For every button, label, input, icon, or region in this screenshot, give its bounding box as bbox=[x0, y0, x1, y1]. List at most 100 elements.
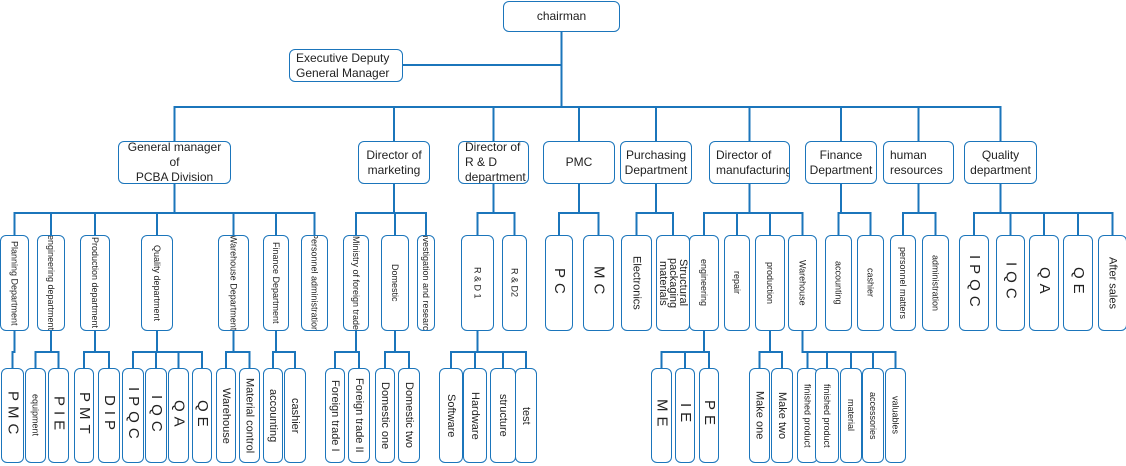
node-unit-8-4-label: After sales bbox=[1106, 257, 1119, 309]
node-item-0-3-2: QA bbox=[168, 368, 189, 463]
node-item-0-3-3-label: QE bbox=[194, 399, 211, 432]
node-unit-2-1: R & D2 bbox=[502, 235, 527, 331]
node-unit-3-0: PC bbox=[545, 235, 573, 331]
node-item-0-1-1-label: PIE bbox=[50, 395, 68, 436]
node-item-1-0-1-label: Foreign trade II bbox=[353, 378, 365, 453]
node-item-5-0-1-label: IE bbox=[677, 403, 694, 428]
node-unit-8-2: QA bbox=[1029, 235, 1059, 331]
node-item-1-1-1: Domestic two bbox=[398, 368, 420, 463]
node-item-2-0-3-label: test bbox=[520, 406, 532, 425]
node-item-0-0-0-label: PMC bbox=[4, 391, 22, 440]
node-unit-7-1: administration bbox=[922, 235, 949, 331]
node-unit-8-1-label: IQC bbox=[1002, 262, 1020, 304]
node-item-2-0-1-label: Hardware bbox=[469, 391, 481, 440]
node-unit-5-0: engineering bbox=[689, 235, 719, 331]
node-unit-8-0-label: IPQC bbox=[966, 254, 983, 312]
node-item-1-1-0: Domestic one bbox=[375, 368, 395, 463]
node-unit-1-1: Domestic bbox=[381, 235, 409, 331]
node-unit-6-1: cashier bbox=[857, 235, 884, 331]
node-executive-deputy-gm: Executive Deputy General Manager bbox=[289, 49, 403, 82]
node-item-0-1-0: equipment bbox=[25, 368, 46, 463]
node-unit-8-3: QE bbox=[1063, 235, 1093, 331]
node-unit-8-3-label: QE bbox=[1070, 267, 1087, 299]
node-unit-8-1: IQC bbox=[996, 235, 1025, 331]
node-unit-0-3-label: Quality department bbox=[152, 244, 162, 322]
node-item-0-4-0-label: Warehouse bbox=[220, 387, 232, 444]
node-unit-4-0: Electronics bbox=[621, 235, 652, 331]
node-item-5-2-0: Make one bbox=[749, 368, 770, 463]
node-item-0-5-0: accounting bbox=[263, 368, 283, 463]
node-item-0-4-1-label: Material control bbox=[243, 377, 256, 454]
node-item-5-3-1-label: finished product bbox=[822, 383, 832, 448]
node-unit-5-2-label: production bbox=[765, 261, 775, 305]
node-item-0-4-0: Warehouse bbox=[216, 368, 236, 463]
node-item-5-3-4-label: valuables bbox=[890, 396, 901, 435]
node-unit-0-0: Planning Department bbox=[0, 235, 29, 331]
node-item-1-0-0: Foreign trade I bbox=[325, 368, 345, 463]
node-item-0-5-1: cashier bbox=[284, 368, 306, 463]
node-unit-1-0: Ministry of foreign trade bbox=[343, 235, 369, 331]
node-unit-4-0-label: Electronics bbox=[630, 256, 643, 310]
node-unit-8-0: IPQC bbox=[959, 235, 989, 331]
node-unit-2-0: R & D 1 bbox=[461, 235, 494, 331]
node-unit-0-4-label: Warehouse Department bbox=[228, 235, 239, 331]
node-division-1: Director of marketing bbox=[358, 141, 430, 184]
node-unit-6-0: accounting bbox=[825, 235, 852, 331]
node-item-0-5-1-label: cashier bbox=[289, 397, 301, 434]
node-item-1-0-0-label: Foreign trade I bbox=[329, 379, 341, 452]
node-item-5-3-1: finished product bbox=[815, 368, 839, 463]
node-unit-0-4: Warehouse Department bbox=[218, 235, 249, 331]
node-unit-3-1-label: MC bbox=[590, 266, 608, 300]
node-item-5-2-1: Make two bbox=[771, 368, 793, 463]
node-item-1-1-1-label: Domestic two bbox=[403, 382, 415, 449]
node-item-5-3-3-label: accessories bbox=[868, 391, 878, 440]
node-item-0-3-3: QE bbox=[192, 368, 212, 463]
node-item-0-2-0: PMT bbox=[74, 368, 94, 463]
node-item-0-3-2-label: QA bbox=[170, 399, 188, 432]
node-unit-0-0-label: Planning Department bbox=[9, 240, 20, 326]
node-item-2-0-2: structure bbox=[490, 368, 516, 463]
node-division-3: PMC bbox=[543, 141, 615, 184]
node-unit-5-2: production bbox=[755, 235, 785, 331]
node-unit-6-1-label: cashier bbox=[865, 268, 876, 298]
node-unit-4-1-label: Structural packaging materials bbox=[657, 257, 689, 309]
node-item-0-3-0: IPQC bbox=[122, 368, 144, 463]
node-division-0: General manager of PCBA Division bbox=[118, 141, 231, 184]
node-unit-3-1: MC bbox=[583, 235, 614, 331]
node-item-0-1-0-label: equipment bbox=[30, 394, 41, 437]
node-unit-6-0-label: accounting bbox=[833, 261, 844, 305]
node-item-2-0-1: Hardware bbox=[463, 368, 487, 463]
node-item-0-5-0-label: accounting bbox=[267, 388, 279, 443]
node-item-5-0-2: PE bbox=[699, 368, 719, 463]
node-item-5-3-2: material bbox=[840, 368, 862, 463]
node-item-1-0-1: Foreign trade II bbox=[348, 368, 370, 463]
node-division-6: Finance Department bbox=[805, 141, 877, 184]
node-item-5-0-1: IE bbox=[675, 368, 695, 463]
node-unit-0-2: Production department bbox=[80, 235, 110, 331]
node-unit-1-2: Investigation and research bbox=[417, 235, 435, 331]
node-item-0-3-1: IQC bbox=[145, 368, 167, 463]
node-unit-2-0-label: R & D 1 bbox=[472, 267, 483, 299]
node-unit-0-3: Quality department bbox=[141, 235, 173, 331]
node-unit-1-2-label: Investigation and research bbox=[421, 235, 431, 331]
node-item-2-0-0-label: Software bbox=[445, 393, 457, 438]
node-unit-7-0-label: personnel matters bbox=[898, 246, 908, 320]
node-unit-0-2-label: Production department bbox=[90, 237, 100, 329]
node-item-2-0-2-label: structure bbox=[497, 394, 509, 437]
node-item-5-2-0-label: Make one bbox=[753, 391, 766, 440]
node-unit-0-6-label: Personnel administration bbox=[309, 235, 320, 331]
node-division-2: Director of R & D department bbox=[458, 141, 529, 184]
node-unit-0-5-label: Finance Department bbox=[271, 242, 281, 324]
node-item-0-4-1: Material control bbox=[239, 368, 260, 463]
node-item-5-3-2-label: material bbox=[846, 399, 856, 432]
node-item-5-0-2-label: PE bbox=[701, 400, 718, 431]
node-division-8: Quality department bbox=[964, 141, 1037, 184]
node-item-0-2-1: DIP bbox=[98, 368, 120, 463]
node-item-0-3-0-label: IPQC bbox=[125, 387, 142, 444]
node-item-0-3-1-label: IQC bbox=[148, 394, 165, 437]
node-item-0-2-1-label: DIP bbox=[101, 395, 118, 436]
node-item-2-0-0: Software bbox=[439, 368, 463, 463]
node-unit-1-0-label: Ministry of foreign trade bbox=[351, 235, 361, 331]
